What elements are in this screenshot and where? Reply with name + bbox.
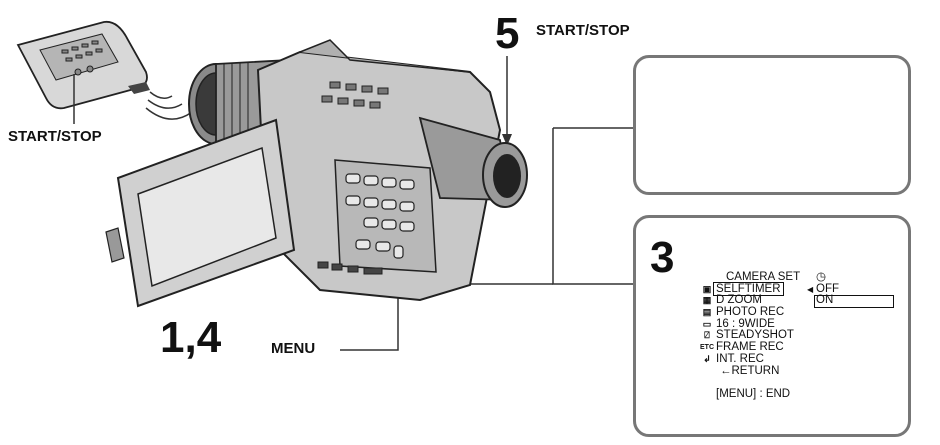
menu-row: ▣ SELFTIMER ◀ OFF xyxy=(700,281,900,296)
step-5-number: 5 xyxy=(495,9,520,58)
menu-item-steadyshot: STEADYSHOT xyxy=(716,329,794,342)
menu-item-photo-rec: PHOTO REC xyxy=(716,306,785,319)
infrared-signal-waves xyxy=(145,91,193,120)
menu-row: ←RETURN xyxy=(700,364,900,378)
option-highlight-box xyxy=(814,295,894,309)
menu-item-int-rec: INT. REC xyxy=(716,352,764,365)
menu-row: ↲ INT. REC xyxy=(700,352,900,366)
menu-row: ⍁ STEADYSHOT xyxy=(700,330,900,342)
menu-row: ▤ PHOTO REC xyxy=(700,306,900,319)
camera-icon: ▣ xyxy=(702,283,712,294)
memory-camera-icon: ▦ xyxy=(702,295,712,306)
menu-item-d-zoom: D ZOOM xyxy=(716,294,762,307)
photo-icon: ▤ xyxy=(702,307,712,318)
menu-item-selftimer: SELFTIMER xyxy=(713,281,784,296)
leader-lines xyxy=(73,56,636,351)
menu-title: CAMERA SET xyxy=(726,271,801,283)
etc-icon: ETC xyxy=(700,344,714,352)
step-5-panel xyxy=(633,55,911,195)
steadyshot-icon: ⍁ xyxy=(704,330,710,341)
step-3-panel xyxy=(633,215,911,437)
return-icon: ↲ xyxy=(703,353,711,364)
menu-item-frame-rec: FRAME REC xyxy=(716,341,784,354)
remote-start-stop-label: START/STOP xyxy=(8,128,102,145)
menu-item-return: ←RETURN xyxy=(720,364,780,377)
step-3-number: 3 xyxy=(650,233,675,282)
menu-option-on: ON xyxy=(816,294,834,307)
pointer-icon: ◀ xyxy=(807,284,814,294)
menu-screen: CAMERA SET ◷ ▣ SELFTIMER ◀ OFF ▦ D ZOOM … xyxy=(700,271,900,401)
menu-footer-row: [MENU] : END xyxy=(700,388,900,401)
remote-commander xyxy=(16,20,150,110)
menu-row: ▭ 16 : 9WIDE xyxy=(700,317,900,331)
menu-label: MENU xyxy=(271,340,316,357)
menu-item-16-9wide: 16 : 9WIDE xyxy=(716,317,775,330)
step-5-label: START/STOP xyxy=(536,22,630,39)
self-timer-icon: ◷ xyxy=(816,271,827,283)
widescreen-icon: ▭ xyxy=(702,318,712,329)
menu-row: ETC FRAME REC xyxy=(700,341,900,354)
menu-option-off: OFF xyxy=(816,282,839,295)
menu-header: CAMERA SET ◷ xyxy=(700,271,900,284)
menu-footer: [MENU] : END xyxy=(716,388,791,401)
camcorder xyxy=(105,39,528,308)
menu-row: ▦ D ZOOM ON xyxy=(700,294,900,309)
step-1-4-number: 1,4 xyxy=(160,313,222,362)
